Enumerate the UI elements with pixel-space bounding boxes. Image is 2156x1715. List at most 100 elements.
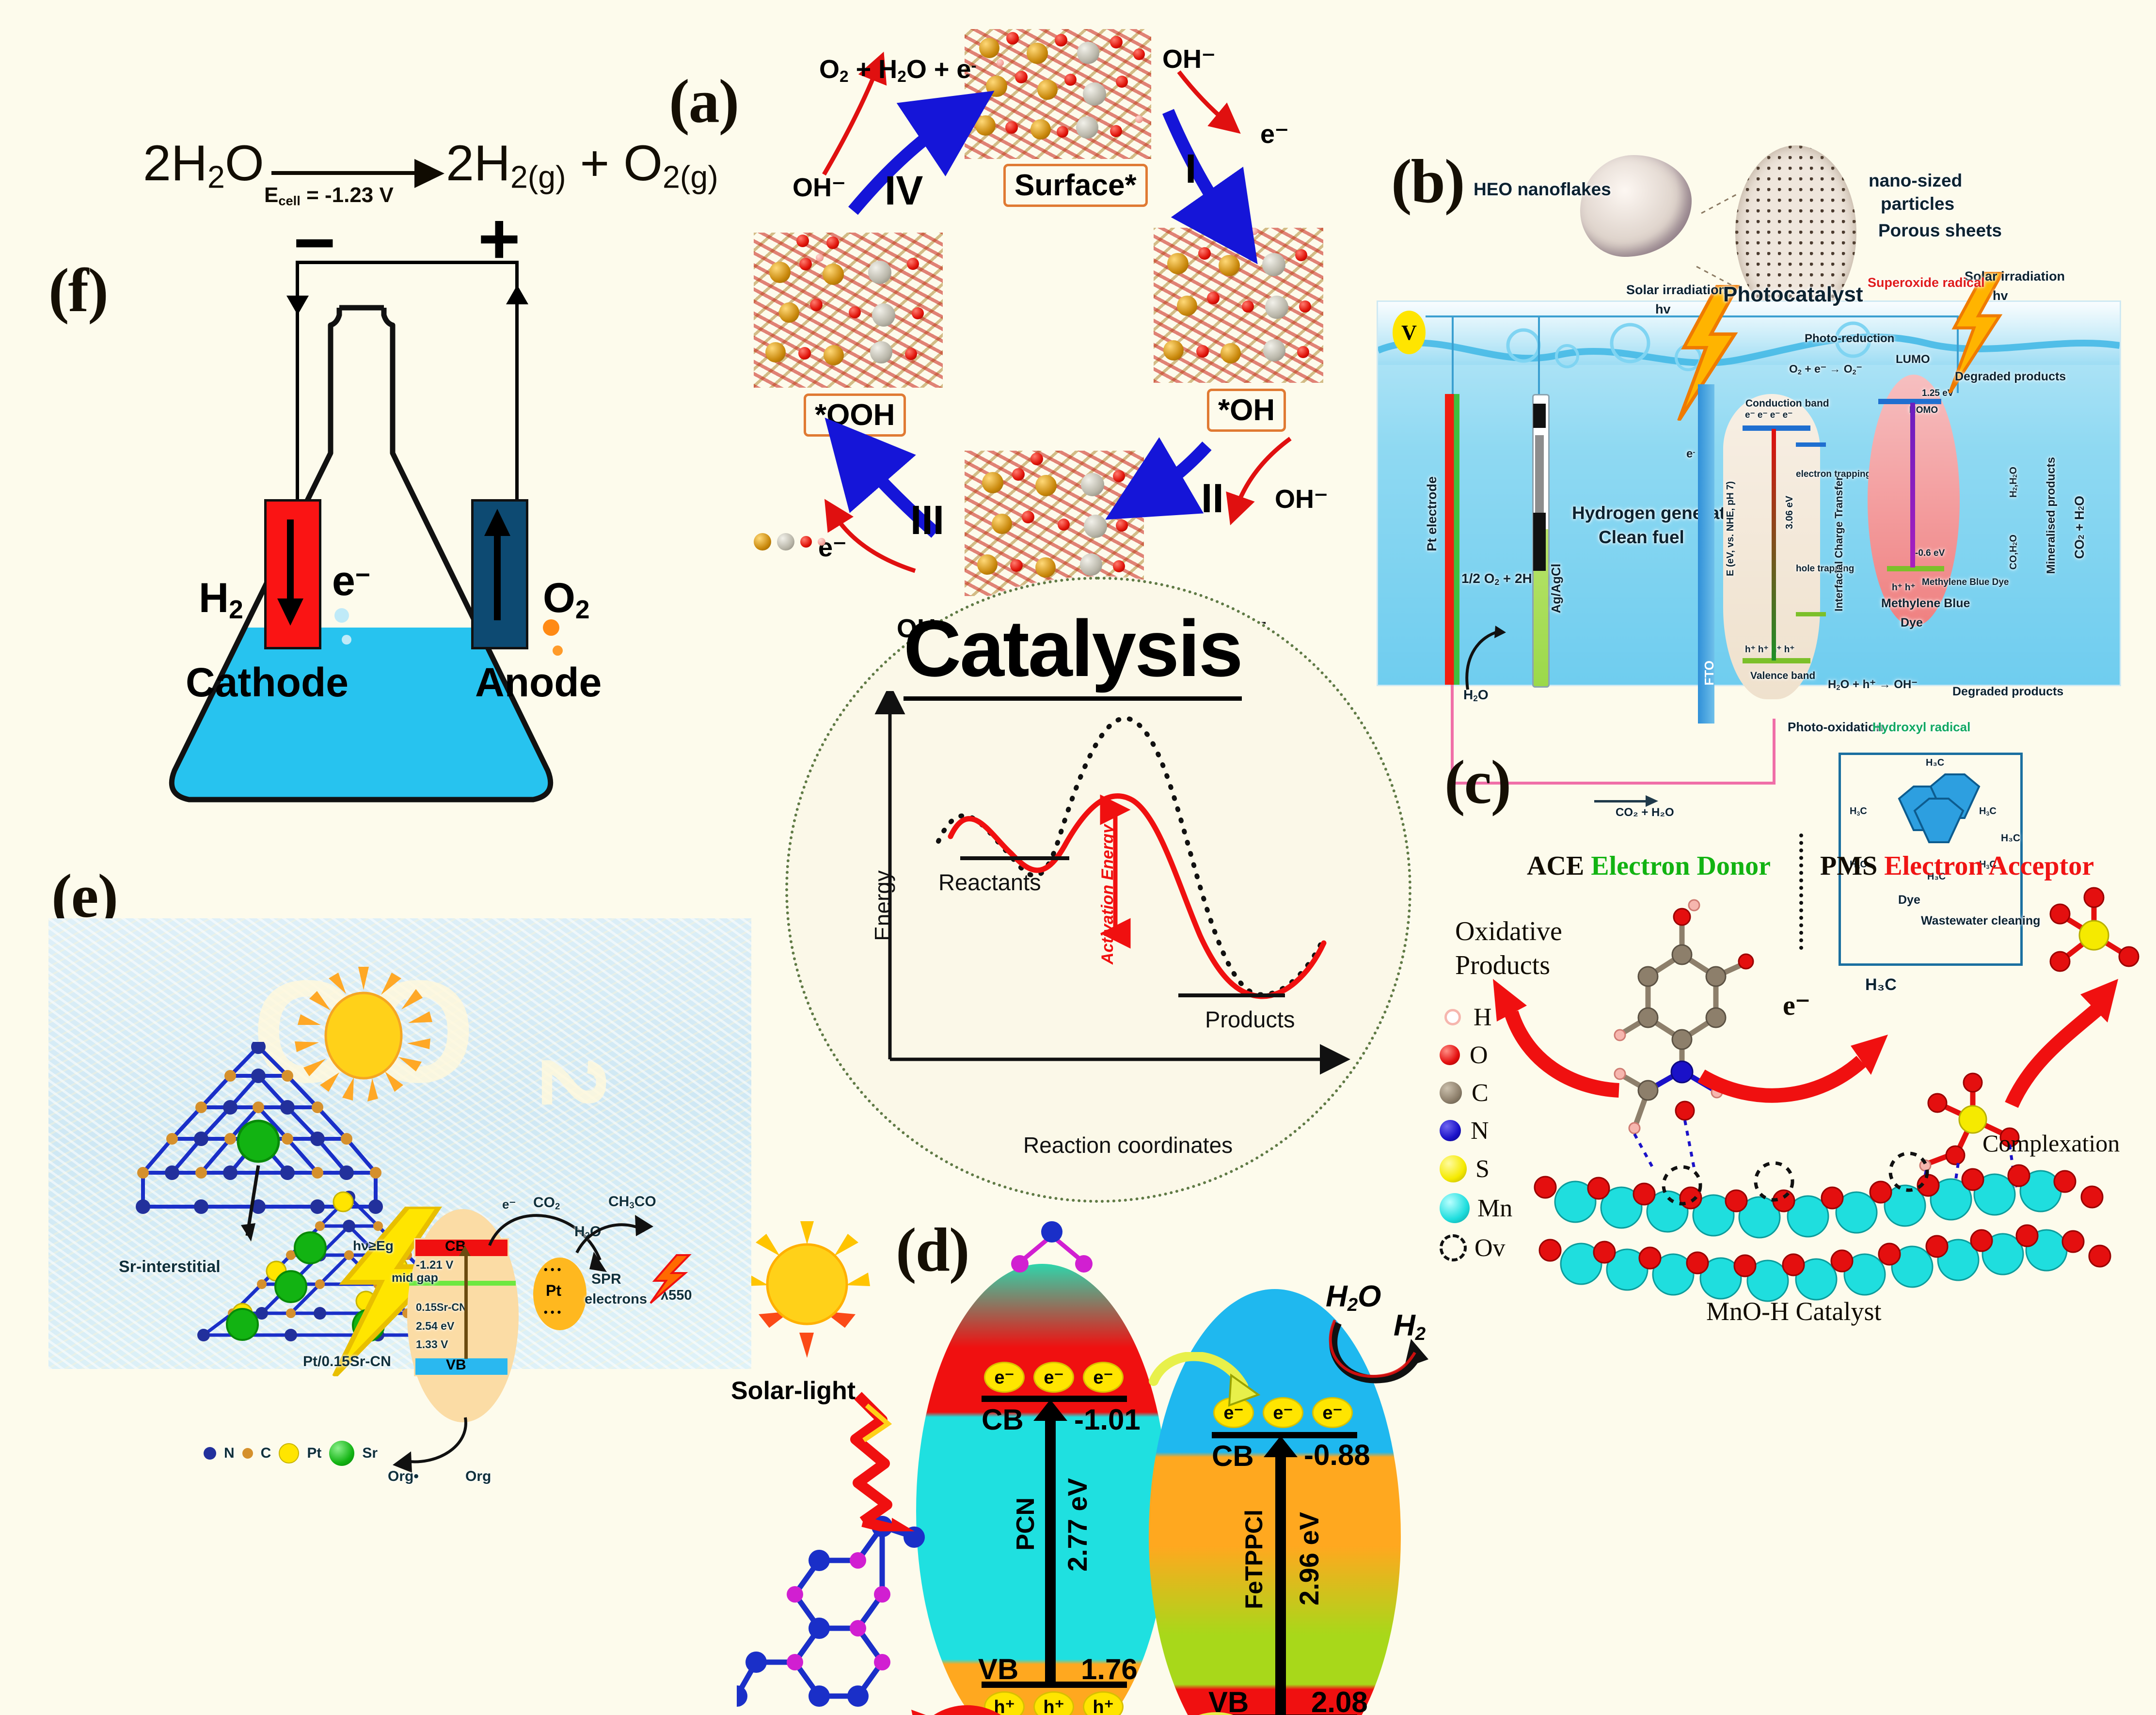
lumo-line (1878, 399, 1941, 404)
legend-dot-c (1440, 1082, 1462, 1104)
legend-row-c: C (1440, 1074, 1512, 1112)
pt-spr-dots-bottom: • • • (544, 1306, 561, 1318)
e-org-label: Org (465, 1468, 491, 1484)
e-legend-dot-c (242, 1448, 253, 1459)
ev-top-label: 1.25 eV (1922, 388, 1954, 398)
material-label: Pt/0.15Sr-CN (303, 1353, 391, 1369)
particles-label: particles (1881, 194, 1955, 214)
heo-nanoflakes-label: HEO nanoflakes (1474, 179, 1611, 199)
b-circuit-wire2 (1538, 315, 1540, 398)
panel-a-label: (a) (669, 67, 739, 136)
pcn-gap-arrow-shaft (1045, 1415, 1056, 1682)
catalysed-curve (948, 793, 1327, 999)
pcn-electron-3: e⁻ (1083, 1362, 1124, 1393)
e-gap-arrow-head (459, 1245, 471, 1256)
oxygen-vacancy-1 (1662, 1165, 1702, 1206)
legend-atom-ni (777, 533, 794, 551)
catalysis-title: Catalysis (904, 603, 1243, 701)
mb-hc-1: H3C (1850, 806, 1867, 817)
dye-star-label: LUMO (1896, 353, 1930, 366)
current-arrow-up (506, 285, 528, 304)
excitation-squiggle (850, 1392, 915, 1531)
h2o-left-label: H2O (1463, 687, 1489, 704)
legend-row-n: N (1440, 1112, 1512, 1149)
hv-eg-label: hν≥Eg (353, 1238, 394, 1253)
panel-c-legend: H O C N S Mn O (1440, 998, 1512, 1268)
step-IV-product: O2 + H2O + e- (819, 55, 977, 86)
pcn-bandgap: 2.77 eV (1062, 1478, 1093, 1572)
mb-name-2: Wastewater cleaning (1921, 914, 2041, 928)
d-h2o-arrow (1329, 1319, 1428, 1384)
panel-e-label: (e) (51, 862, 118, 930)
fto-electrode (1698, 384, 1714, 724)
legend-label-ov: Ov (1474, 1234, 1506, 1262)
e-cb-potential: -1.21 V (416, 1259, 454, 1272)
pms-sulfate-top (2049, 887, 2140, 972)
legend-atom-h (818, 538, 825, 546)
e-excitation-lightning (332, 1207, 447, 1376)
pcn-cb-value: -1.01 (1074, 1403, 1141, 1436)
fetppcl-vb-value: 2.08 (1311, 1686, 1368, 1715)
panel-c-label: (c) (1444, 748, 1511, 817)
vb-level-line (1743, 658, 1810, 663)
equation-cell-potential: Ecell = -1.23 V (264, 183, 394, 208)
h2-h2o-small: H2,H2O (2008, 467, 2019, 498)
fetppcl-electron-2: e⁻ (1263, 1397, 1303, 1428)
catalysis-circle: Catalysis (785, 577, 1411, 1203)
circuit-left-wire (296, 261, 299, 520)
ace-donor-title: ACE Electron Donor (1527, 851, 1771, 881)
pcn-vb-label: VB (978, 1653, 1019, 1685)
legend-row-o: O (1440, 1036, 1512, 1074)
e-midgap-line (409, 1281, 516, 1286)
vb-holes: h⁺ h⁺ h⁺ h⁺ (1745, 645, 1795, 655)
flask-liquid (172, 628, 551, 800)
gcn-triangle-upper (136, 1042, 383, 1242)
bandgap-value-b: 3.06 eV (1784, 496, 1795, 529)
methylene-blue-structure-box: H₃C H₃C H3C H3C H3C H3C H₃C Dye Wastewat… (1839, 753, 2040, 966)
oxidative-arrow (1493, 979, 1619, 1098)
return-wire-bottom (1451, 782, 1776, 785)
pcn-cb-line (982, 1396, 1127, 1402)
return-wire-left (1451, 685, 1454, 785)
legend-dot-mn (1440, 1193, 1470, 1223)
mineralised-products-label: Mineralised products (2045, 457, 2058, 574)
step-I-product: e⁻ (1260, 120, 1289, 149)
step-IV-reactant: OH⁻ (793, 173, 846, 202)
pt-electrode (1445, 394, 1459, 685)
b-circuit-wire3 (1957, 315, 1959, 393)
anode-arrow-shaft (494, 535, 501, 620)
degraded-products-2: Degraded products (1952, 685, 2064, 698)
agagcl-tip1 (1533, 404, 1546, 428)
legend-dot-ov (1440, 1234, 1467, 1261)
pcn-electron-2: e⁻ (1033, 1362, 1074, 1393)
e-org-radical-label: Org• (388, 1468, 419, 1484)
e-legend-label-c: C (260, 1445, 271, 1461)
e-vb-band (414, 1357, 509, 1376)
pcn-vb-value: 1.76 (1081, 1653, 1138, 1685)
e-flow-arrow-shaft (1594, 800, 1648, 802)
spr-label: SPR (591, 1271, 621, 1287)
photo-oxidation-label: Photo-oxidation (1788, 720, 1884, 734)
return-wire-right (1773, 719, 1776, 785)
step-roman-I: I (1185, 146, 1197, 191)
fetppcl-cb-label: CB (1212, 1440, 1254, 1472)
legend-row-ov: Ov (1440, 1228, 1512, 1268)
mnoh-catalyst-label: MnO-H Catalyst (1706, 1297, 1882, 1326)
panel-e-legend: N C Pt Sr (204, 1441, 378, 1466)
hv-label-2: hv (1993, 288, 2008, 303)
step-roman-II: II (1201, 475, 1224, 521)
cathode-arrow-head (277, 598, 303, 626)
solar-irradiation-1: Solar irradiation (1626, 283, 1727, 297)
panel-a-oer-cycle: (a) Surface* (664, 29, 1333, 643)
e-legend-dot-pt (279, 1443, 300, 1463)
mb-hc-2: H3C (1850, 859, 1867, 870)
complexation-label: Complexation (1982, 1130, 2120, 1157)
trap-level-h (1796, 612, 1826, 616)
terminal-positive: + (478, 198, 521, 279)
e-product-label: CH3CO (608, 1194, 656, 1211)
pt-spr-particle (533, 1258, 587, 1330)
mb-cl-label: H₃C (2001, 833, 2021, 844)
mb-s-atom: H₃C (1927, 871, 1946, 882)
pcn-network (737, 1516, 925, 1707)
e-midgap-label: mid gap (392, 1271, 438, 1285)
